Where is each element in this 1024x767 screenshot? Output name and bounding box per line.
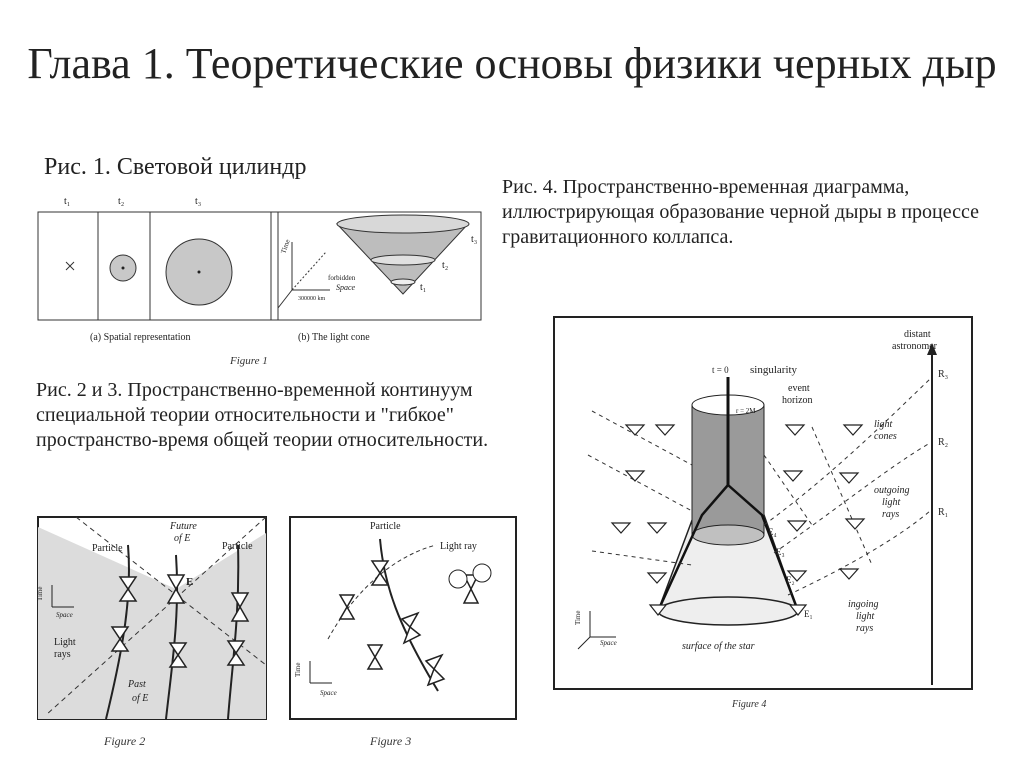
fig4-ingoing-label-1: ingoing (848, 599, 879, 610)
caption-fig23: Рис. 2 и 3. Пространственно-временной ко… (36, 378, 511, 453)
figure-1-drawing: t₁ t₂ t₃ (a) Spatial representation t₃ (37, 196, 482, 367)
fig4-surface-label: surface of the star (682, 641, 755, 652)
fig3-worldline (379, 538, 439, 692)
caption-fig1-text: Рис. 1. Световой цилиндр (44, 154, 307, 180)
fig4-t0-label: t = 0 (712, 365, 729, 375)
fig4-space-label: Space (600, 639, 617, 647)
fig4-light-cones-label-1: light (874, 419, 893, 430)
fig4-e2-label: E₂ (786, 575, 795, 585)
fig2-light-label: Light (54, 637, 76, 648)
fig1-t2-label: t₂ (118, 196, 124, 207)
fig2-of-e-label: of E (174, 533, 190, 544)
fig4-distant-label: distant (904, 329, 931, 340)
fig3-light-ray-label: Light ray (440, 541, 477, 552)
fig4-ingoing-label-3: rays (856, 623, 873, 634)
fig4-light-rays (587, 378, 931, 596)
fig2-particle-right: Particle (222, 541, 253, 552)
fig4-outgoing-label-3: rays (882, 509, 899, 520)
fig1-time-label: Time (279, 238, 291, 254)
figure-3-drawing: Particle Light ray Time Space Figure 3 (289, 516, 517, 748)
fig4-light-cones (610, 424, 866, 616)
caption-fig23-text: Рис. 2 и 3. Пространственно-временной ко… (36, 379, 489, 451)
fig4-r2-label: R₂ (938, 437, 948, 448)
fig4-outgoing-label-2: light (882, 497, 901, 508)
fig1-cone-t1: t₁ (420, 282, 426, 293)
fig3-time-label: Time (294, 662, 302, 677)
fig2-past-label: Past (127, 679, 146, 690)
figure-1-panel-b: t₃ t₂ t₁ Time forbidden 300000 km Space … (270, 211, 482, 343)
fig1-space-label: Space (336, 283, 356, 292)
figure-4-drawing: t = 0 singularity event horizon r = 2M d… (553, 316, 973, 710)
fig1-scale-label: 300000 km (298, 296, 326, 302)
fig1-t1-label: t₁ (64, 196, 70, 207)
fig1-forbidden-label: forbidden (328, 274, 356, 282)
fig4-ingoing-label-2: light (856, 611, 875, 622)
fig4-outgoing-label-1: outgoing (874, 485, 910, 496)
fig1-cone-t3: t₃ (471, 234, 477, 245)
fig4-singularity-label: singularity (750, 364, 798, 376)
fig1-panel-b-label: (b) The light cone (298, 332, 370, 343)
slide-title: Глава 1. Теоретические основы физики чер… (0, 38, 1024, 90)
fig2-caption: Figure 2 (103, 734, 145, 748)
fig1-cone-t2: t₂ (442, 260, 448, 271)
caption-fig1: Рис. 1. Световой цилиндр (44, 152, 306, 182)
fig2-past-of-e-label: of E (132, 693, 148, 704)
fig2-cones (110, 574, 250, 668)
fig1-t3-label: t₃ (195, 196, 201, 207)
fig1-panel-b-frame (270, 211, 482, 321)
fig2-time-label: Time (36, 586, 44, 601)
fig1-panel-a-frame (37, 211, 279, 321)
fig3-caption: Figure 3 (369, 734, 411, 748)
fig4-astronomer-label: astronomer (892, 341, 938, 352)
fig4-e3-label: E₃ (776, 547, 785, 557)
caption-fig4-text: Рис. 4. Пространственно-временная диагра… (502, 176, 979, 248)
fig4-time-label: Time (574, 610, 582, 625)
fig2-e-label: E (186, 576, 193, 588)
fig3-light-ray (327, 544, 437, 640)
figure-2: Future of E Particle Particle E Light ra… (36, 515, 276, 755)
fig3-cones (338, 560, 480, 687)
caption-fig4: Рис. 4. Пространственно-временная диагра… (502, 175, 982, 250)
fig2-worldline-1 (105, 544, 130, 720)
figure-2-drawing: Future of E Particle Particle E Light ra… (36, 516, 267, 748)
fig3-space-label: Space (320, 689, 337, 697)
fig4-event-label: event (788, 383, 810, 394)
fig2-past-region (38, 527, 266, 719)
fig2-worldline-3 (227, 544, 240, 720)
figure-4: t = 0 singularity event horizon r = 2M d… (552, 315, 977, 715)
figure-1-panel-a: t₁ t₂ t₃ (a) Spatial representation (37, 196, 279, 343)
fig4-light-cones-label-2: cones (874, 431, 897, 442)
fig4-r3-label: R₃ (938, 369, 948, 380)
fig4-e1-label: E₁ (804, 609, 813, 619)
figure-1: t₁ t₂ t₃ (a) Spatial representation t₃ (30, 190, 490, 370)
fig2-rays-label: rays (54, 649, 71, 660)
fig1-point-t1 (65, 261, 75, 271)
fig4-horizon-label: horizon (782, 395, 813, 406)
fig2-space-label: Space (56, 611, 73, 619)
fig2-future-label: Future (169, 521, 197, 532)
figure-3: Particle Light ray Time Space Figure 3 (288, 515, 523, 755)
fig4-e4-label: E₄ (768, 527, 777, 537)
fig4-r2m-label: r = 2M (736, 407, 756, 415)
fig2-particle-left: Particle (92, 543, 123, 554)
fig4-r1-label: R₁ (938, 507, 948, 518)
fig1-caption: Figure 1 (229, 355, 268, 367)
slide-title-text: Глава 1. Теоретические основы физики чер… (27, 39, 997, 88)
fig3-particle-label: Particle (370, 521, 401, 532)
fig2-light-ray-2 (45, 516, 267, 716)
fig1-panel-a-label: (a) Spatial representation (90, 332, 191, 343)
fig4-caption: Figure 4 (731, 699, 766, 710)
